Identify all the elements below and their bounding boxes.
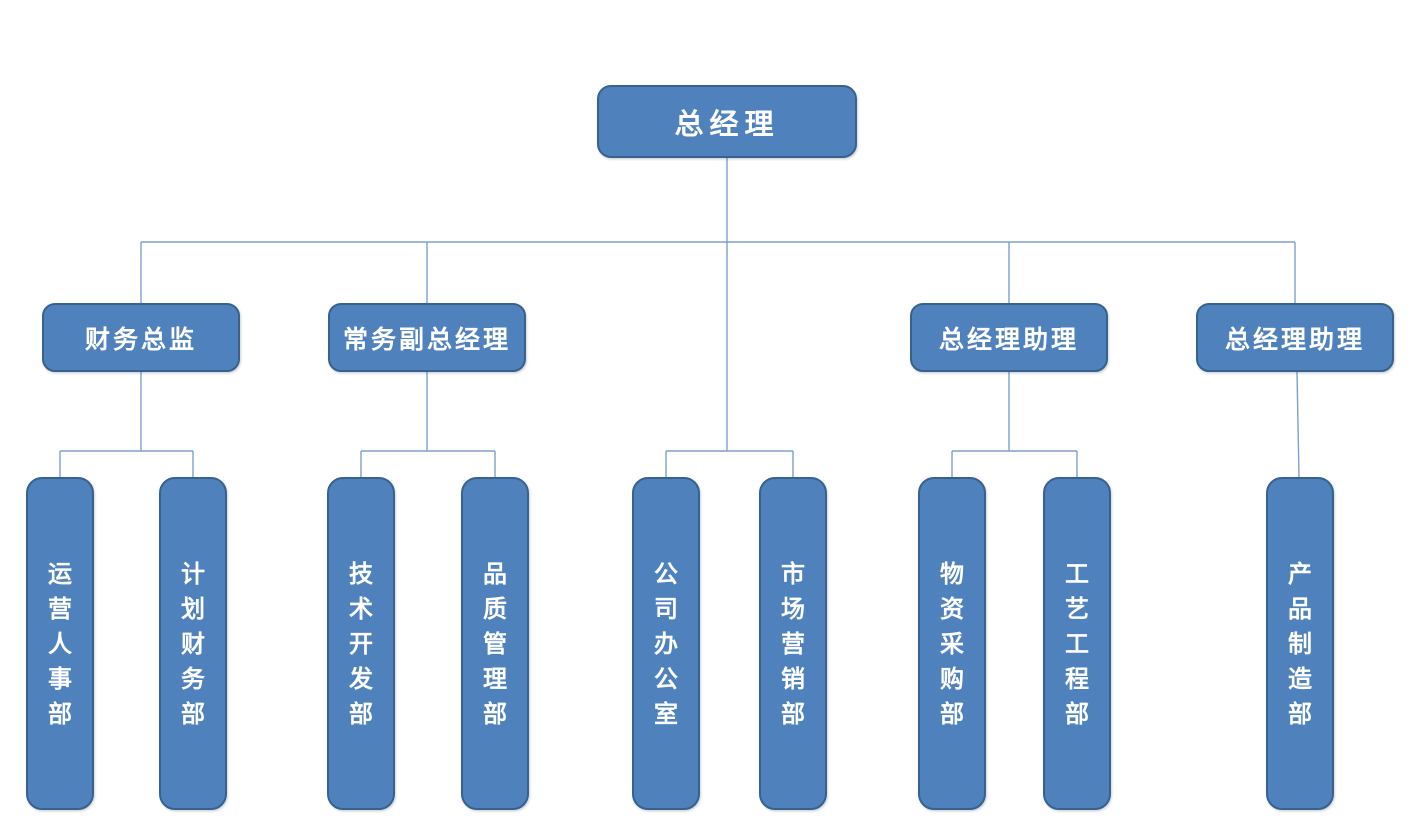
- org-node-label: 计划财务部: [181, 559, 205, 728]
- org-node-gm-assistant-2: 总经理助理: [1196, 303, 1394, 372]
- org-node-dept-marketing: 市场营销部: [759, 477, 827, 810]
- org-node-dept-process-engineering: 工艺工程部: [1043, 477, 1111, 810]
- org-node-label: 常务副总经理: [342, 324, 511, 354]
- org-node-label: 财务总监: [84, 324, 197, 354]
- org-node-label: 技术开发部: [349, 559, 373, 728]
- org-node-finance-director: 财务总监: [42, 303, 240, 372]
- org-node-general-manager: 总经理: [597, 85, 857, 158]
- org-node-dept-quality-management: 品质管理部: [461, 477, 529, 810]
- org-node-label: 公司办公室: [654, 559, 678, 728]
- org-node-executive-deputy-gm: 常务副总经理: [328, 303, 526, 372]
- org-node-dept-planning-finance: 计划财务部: [159, 477, 227, 810]
- org-node-dept-materials-purchasing: 物资采购部: [918, 477, 986, 810]
- org-node-label: 产品制造部: [1288, 559, 1312, 728]
- org-node-dept-company-office: 公司办公室: [632, 477, 700, 810]
- org-node-label: 运营人事部: [48, 559, 72, 728]
- org-node-gm-assistant-1: 总经理助理: [910, 303, 1108, 372]
- org-node-label: 总经理: [674, 106, 780, 141]
- org-node-dept-operations-hr: 运营人事部: [26, 477, 94, 810]
- org-node-label: 总经理助理: [1224, 324, 1365, 354]
- org-node-label: 工艺工程部: [1065, 559, 1089, 728]
- org-node-label: 品质管理部: [483, 559, 507, 728]
- org-node-label: 总经理助理: [938, 324, 1079, 354]
- org-node-dept-tech-development: 技术开发部: [327, 477, 395, 810]
- org-node-label: 物资采购部: [940, 559, 964, 728]
- org-node-dept-product-manufacturing: 产品制造部: [1266, 477, 1334, 810]
- org-node-label: 市场营销部: [781, 559, 805, 728]
